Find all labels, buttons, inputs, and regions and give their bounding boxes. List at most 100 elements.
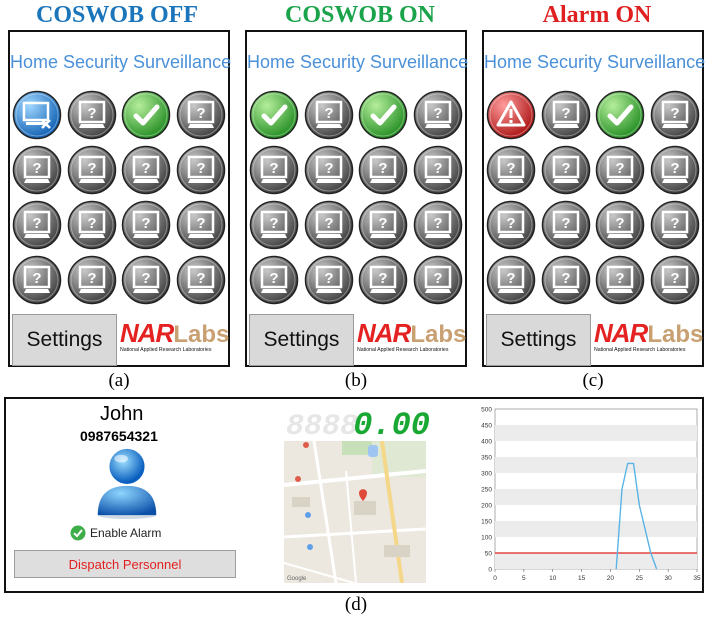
camera-unknown-icon[interactable]: ?	[67, 200, 117, 250]
camera-unknown-icon[interactable]: ?	[541, 145, 591, 195]
svg-text:?: ?	[32, 160, 41, 177]
camera-unknown-icon[interactable]: ?	[121, 145, 171, 195]
dispatch-personnel-button[interactable]: Dispatch Personnel	[14, 550, 236, 578]
settings-button[interactable]: Settings	[249, 314, 354, 366]
camera-unknown-icon[interactable]: ?	[249, 255, 299, 305]
camera-unknown-icon[interactable]: ?	[413, 145, 463, 195]
svg-text:?: ?	[615, 270, 624, 287]
svg-text:?: ?	[615, 215, 624, 232]
camera-unknown-icon[interactable]: ?	[413, 255, 463, 305]
panel-b-heading: COSWOB ON	[284, 2, 436, 28]
camera-unknown-icon[interactable]: ?	[486, 145, 536, 195]
camera-unknown-icon[interactable]: ?	[541, 255, 591, 305]
camera-unknown-icon[interactable]: ?	[176, 200, 226, 250]
location-map[interactable]: Google	[284, 441, 426, 583]
camera-ok-icon[interactable]	[595, 90, 645, 140]
caption-a: (a)	[108, 370, 130, 391]
camera-unknown-icon[interactable]: ?	[12, 255, 62, 305]
camera-unknown-icon[interactable]: ?	[650, 200, 700, 250]
svg-text:?: ?	[141, 215, 150, 232]
camera-unknown-icon[interactable]: ?	[541, 200, 591, 250]
camera-alarm-icon[interactable]	[486, 90, 536, 140]
camera-unknown-icon[interactable]: ?	[12, 145, 62, 195]
svg-text:?: ?	[433, 215, 442, 232]
camera-unknown-icon[interactable]: ?	[121, 200, 171, 250]
camera-unknown-icon[interactable]: ?	[304, 200, 354, 250]
camera-unknown-icon[interactable]: ?	[650, 145, 700, 195]
camera-ok-icon[interactable]	[358, 90, 408, 140]
grid-band	[495, 553, 697, 569]
y-tick-label: 200	[481, 503, 492, 510]
x-tick-label: 25	[636, 575, 644, 582]
camera-unknown-icon[interactable]: ?	[304, 145, 354, 195]
camera-unknown-icon[interactable]: ?	[249, 200, 299, 250]
grid-band	[495, 521, 697, 537]
camera-unknown-icon[interactable]: ?	[176, 145, 226, 195]
svg-text:?: ?	[378, 270, 387, 287]
camera-unknown-icon[interactable]: ?	[67, 90, 117, 140]
y-tick-label: 150	[481, 519, 492, 526]
camera-unknown-icon[interactable]: ?	[413, 90, 463, 140]
camera-unknown-icon[interactable]: ?	[413, 200, 463, 250]
camera-unknown-icon[interactable]: ?	[121, 255, 171, 305]
camera-unknown-icon[interactable]: ?	[595, 200, 645, 250]
narlabs-logo: NARLabs National Applied Research Labora…	[594, 318, 704, 353]
camera-unknown-icon[interactable]: ?	[650, 90, 700, 140]
caption-c: (c)	[582, 370, 604, 391]
camera-unknown-icon[interactable]: ?	[12, 200, 62, 250]
user-name: John	[100, 403, 144, 425]
inactive-digit: 8	[304, 410, 322, 439]
svg-text:Google: Google	[287, 576, 307, 582]
svg-text:?: ?	[87, 270, 96, 287]
camera-ok-icon[interactable]	[249, 90, 299, 140]
y-tick-label: 500	[481, 407, 492, 414]
camera-ok-icon[interactable]	[121, 90, 171, 140]
camera-unknown-icon[interactable]: ?	[358, 255, 408, 305]
camera-unknown-icon[interactable]: ?	[304, 90, 354, 140]
x-tick-label: 35	[693, 575, 701, 582]
caption-d: (d)	[344, 594, 368, 615]
grid-band	[495, 457, 697, 473]
svg-text:?: ?	[32, 215, 41, 232]
camera-unknown-icon[interactable]: ?	[304, 255, 354, 305]
camera-unknown-icon[interactable]: ?	[249, 145, 299, 195]
camera-unknown-icon[interactable]: ?	[67, 255, 117, 305]
narlabs-logo: NARLabs National Applied Research Labora…	[120, 318, 230, 353]
enable-alarm-toggle[interactable]: Enable Alarm	[70, 525, 161, 541]
svg-text:?: ?	[196, 160, 205, 177]
camera-unknown-icon[interactable]: ?	[176, 255, 226, 305]
camera-unknown-icon[interactable]: ?	[358, 200, 408, 250]
camera-unknown-icon[interactable]: ?	[650, 255, 700, 305]
phone-screen-a: Home Security Surveillance ?????????????…	[8, 30, 231, 367]
x-tick-label: 5	[522, 575, 526, 582]
x-tick-label: 20	[607, 575, 615, 582]
svg-text:?: ?	[561, 160, 570, 177]
settings-button[interactable]: Settings	[12, 314, 117, 366]
camera-unknown-icon[interactable]: ?	[541, 90, 591, 140]
x-tick-label: 15	[578, 575, 586, 582]
grid-band	[495, 425, 697, 441]
camera-unknown-icon[interactable]: ?	[486, 200, 536, 250]
camera-unknown-icon[interactable]: ?	[595, 145, 645, 195]
svg-text:?: ?	[561, 215, 570, 232]
svg-text:?: ?	[141, 270, 150, 287]
camera-unknown-icon[interactable]: ?	[176, 90, 226, 140]
camera-unknown-icon[interactable]: ?	[595, 255, 645, 305]
narlabs-logo: NARLabs National Applied Research Labora…	[357, 318, 467, 353]
phone-screen-b: Home Security Surveillance ?????????????…	[245, 30, 468, 367]
camera-unknown-icon[interactable]: ?	[486, 255, 536, 305]
settings-button[interactable]: Settings	[486, 314, 591, 366]
svg-text:?: ?	[324, 105, 333, 122]
camera-unknown-icon[interactable]: ?	[358, 145, 408, 195]
inactive-digit: 8	[340, 410, 358, 439]
camera-offline-icon[interactable]	[12, 90, 62, 140]
svg-text:?: ?	[196, 215, 205, 232]
svg-text:?: ?	[269, 215, 278, 232]
y-tick-label: 50	[485, 551, 493, 558]
svg-text:?: ?	[87, 215, 96, 232]
camera-unknown-icon[interactable]: ?	[67, 145, 117, 195]
svg-text:?: ?	[196, 105, 205, 122]
inactive-digit: 8	[286, 410, 304, 439]
panel-c-heading: Alarm ON	[542, 2, 652, 28]
